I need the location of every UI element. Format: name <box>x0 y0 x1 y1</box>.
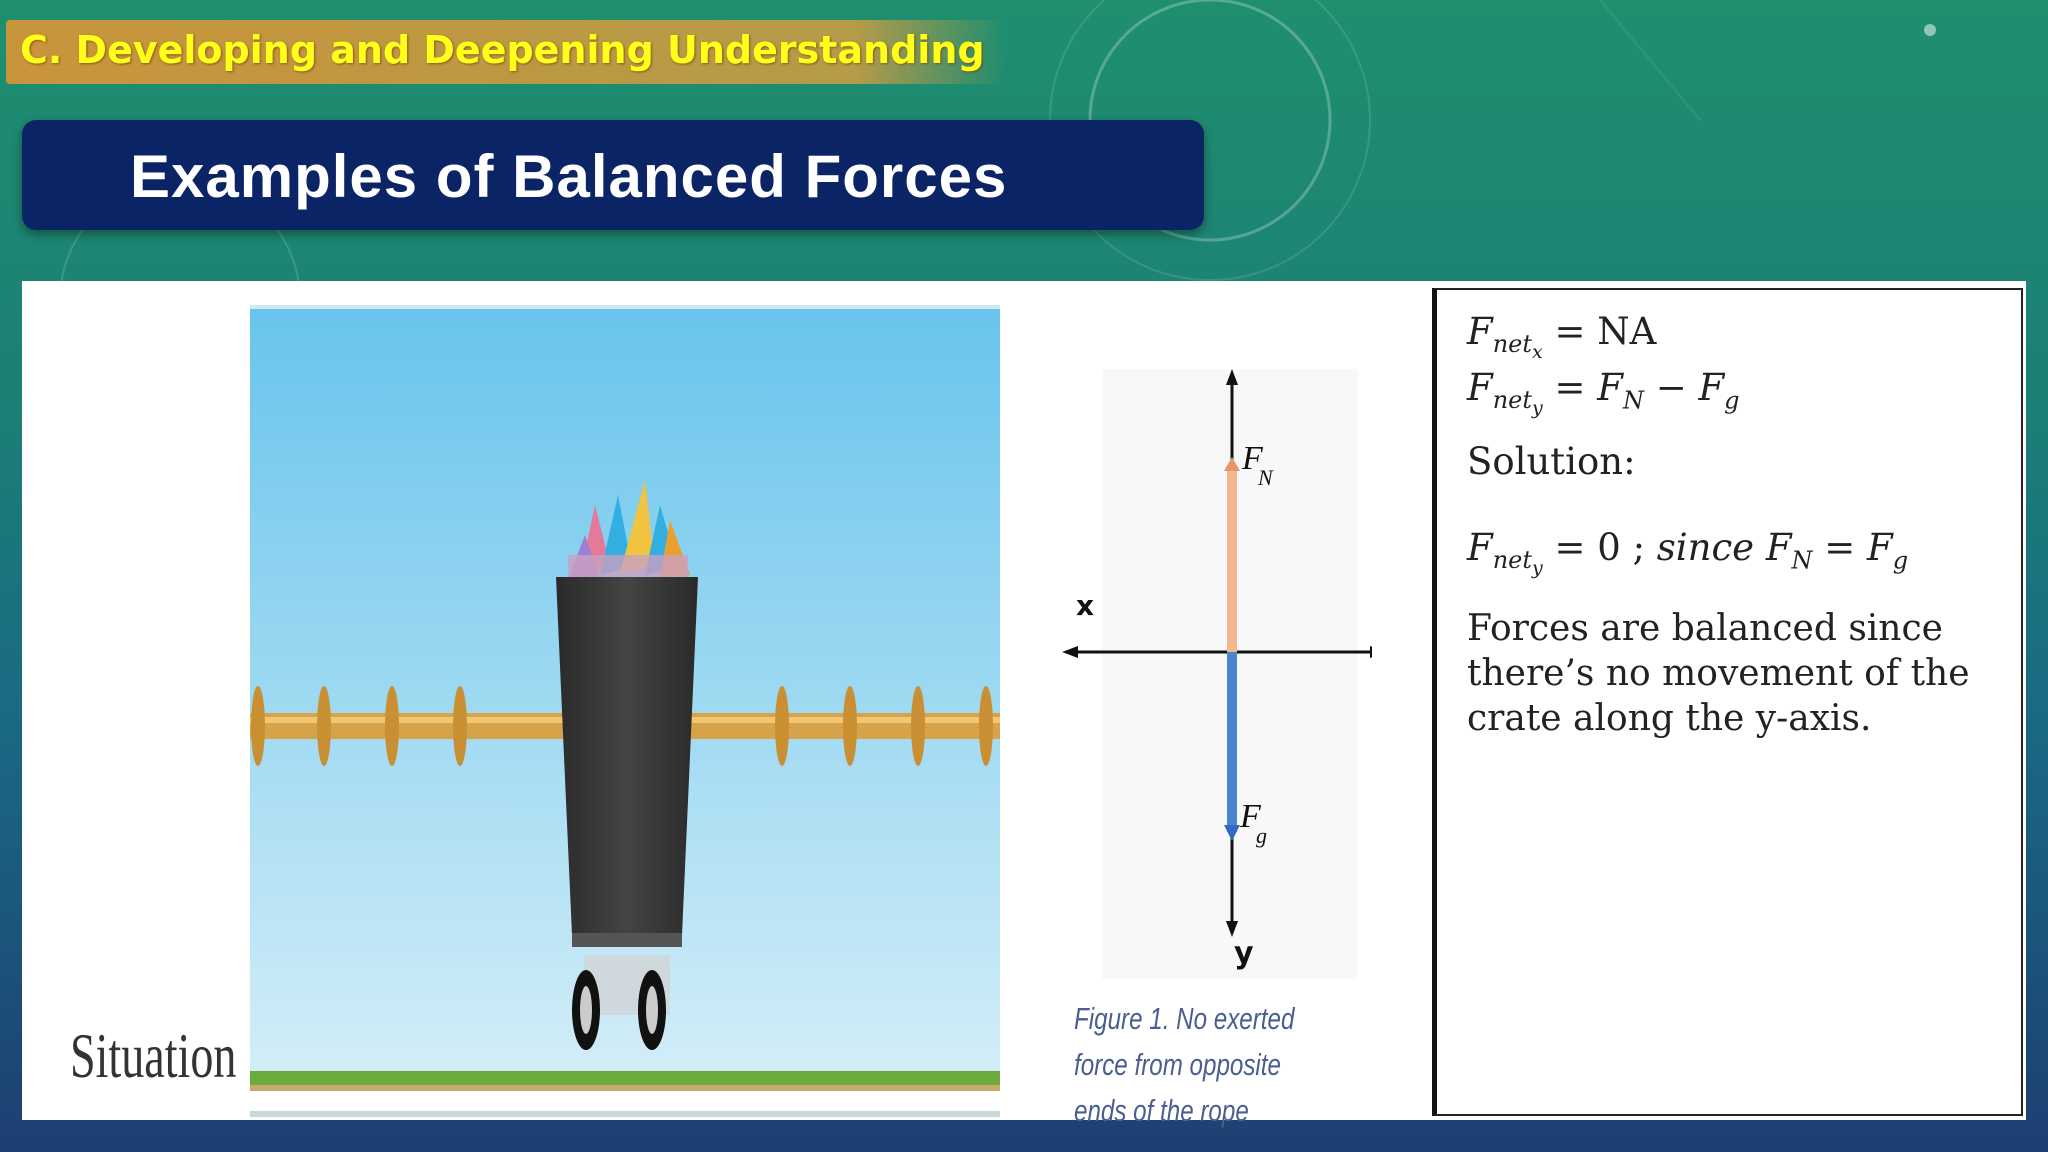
eq3-sub: net <box>1492 546 1532 575</box>
fn-label: F <box>1241 440 1264 477</box>
x-axis-label: x <box>1076 589 1094 622</box>
eq2-sub: net <box>1492 386 1532 415</box>
eq3-equals: = <box>1812 526 1868 569</box>
y-axis-arrow-up <box>1226 369 1238 385</box>
eq3-subsub: y <box>1532 557 1543 580</box>
eq1-rhs: = NA <box>1554 310 1657 353</box>
eq1-f: F <box>1467 310 1493 353</box>
x-axis-arrow-right <box>1370 646 1372 658</box>
eq3-fn: F <box>1765 526 1792 569</box>
gravity-force-arrow <box>1227 652 1237 832</box>
equation-box: Fnetx = NA Fnety = FN − Fg Solution: Fne… <box>1432 288 2023 1116</box>
eq3-fn-sub: N <box>1791 546 1813 575</box>
rope-knots <box>251 686 993 766</box>
equation-fnet-y: Fnety = FN − Fg <box>1467 366 1740 419</box>
eq2-fg: F <box>1698 366 1725 409</box>
content-panel: Situation 1: <box>22 281 2026 1128</box>
situation-label: Situation 1: <box>70 1020 284 1091</box>
crate-illustration <box>250 305 1000 1117</box>
solution-label: Solution: <box>1467 440 1636 483</box>
eq3-fg: F <box>1867 526 1893 569</box>
eq3-since: since <box>1656 526 1766 569</box>
eq2-fn-sub: N <box>1622 386 1644 415</box>
fg-subscript: g <box>1256 823 1267 848</box>
eq3-mid: = 0 ; <box>1554 526 1657 569</box>
eq3-f: F <box>1467 526 1493 569</box>
eq1-sub: net <box>1492 330 1532 359</box>
equation-solution: Fnety = 0 ; since FN = Fg <box>1467 526 1908 579</box>
normal-force-arrow <box>1227 469 1237 652</box>
eq2-fn: F <box>1597 366 1623 409</box>
eq2-fg-sub: g <box>1724 386 1740 415</box>
y-axis-label: y <box>1234 936 1254 971</box>
section-label: C. Developing and Deepening Understandin… <box>6 20 1006 84</box>
fn-subscript: N <box>1257 465 1274 490</box>
crate-contents <box>568 480 690 581</box>
figure-caption: Figure 1. No exerted force from opposite… <box>1074 1001 1295 1128</box>
slide-title: Examples of Balanced Forces <box>130 143 1008 210</box>
eq2-equals: = <box>1554 366 1598 409</box>
eq2-minus: − <box>1643 366 1699 409</box>
fg-label: F <box>1239 798 1262 835</box>
eq1-subsub: x <box>1532 341 1543 364</box>
equation-fnet-x: Fnetx = NA <box>1467 310 1656 363</box>
eq3-fg-sub: g <box>1892 546 1909 575</box>
conclusion-text: Forces are balanced since there’s no mov… <box>1467 608 1970 739</box>
eq2-f: F <box>1467 366 1493 409</box>
section-label-text: C. Developing and Deepening Understandin… <box>20 28 985 72</box>
free-body-diagram: x y F N F g <box>1062 369 1372 979</box>
x-axis-arrow-left <box>1062 646 1078 658</box>
slide-title-banner: Examples of Balanced Forces <box>22 120 1204 230</box>
eq2-subsub: y <box>1532 397 1543 420</box>
y-axis-arrow-down <box>1226 921 1238 937</box>
